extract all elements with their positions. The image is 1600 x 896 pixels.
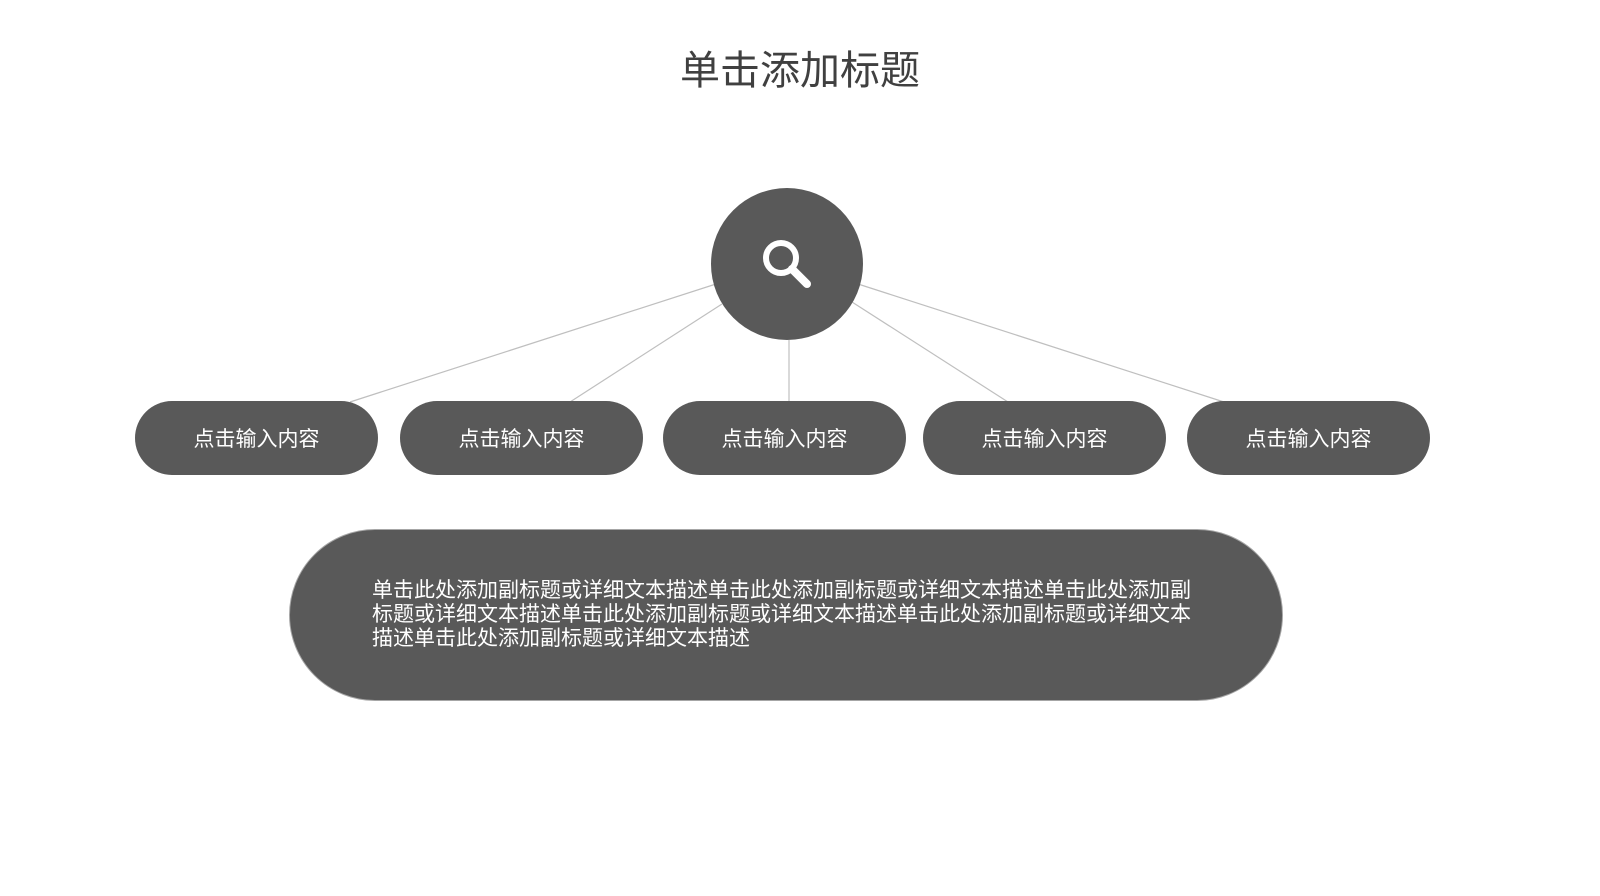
- content-pill-5[interactable]: 点击输入内容: [1187, 401, 1430, 475]
- pill-label: 点击输入内容: [981, 427, 1108, 451]
- pill-label: 点击输入内容: [1245, 427, 1372, 451]
- pill-label: 点击输入内容: [721, 427, 848, 451]
- hub-circle[interactable]: [711, 188, 863, 340]
- content-pill-3[interactable]: 点击输入内容: [663, 401, 906, 475]
- pill-label: 点击输入内容: [193, 427, 320, 451]
- description-box[interactable]: 单击此处添加副标题或详细文本描述单击此处添加副标题或详细文本描述单击此处添加副标…: [289, 529, 1283, 701]
- content-pill-4[interactable]: 点击输入内容: [923, 401, 1166, 475]
- content-pill-1[interactable]: 点击输入内容: [135, 401, 378, 475]
- connector-line-5: [857, 283, 1225, 403]
- connector-line-2: [569, 303, 723, 403]
- description-text[interactable]: 单击此处添加副标题或详细文本描述单击此处添加副标题或详细文本描述单击此处添加副标…: [372, 578, 1191, 650]
- slide-title[interactable]: 单击添加标题: [680, 48, 920, 94]
- content-pill-2[interactable]: 点击输入内容: [400, 401, 643, 475]
- connector-line-4: [851, 301, 1009, 403]
- search-icon: [763, 240, 811, 288]
- connector-line-1: [349, 283, 717, 403]
- pill-label: 点击输入内容: [458, 427, 585, 451]
